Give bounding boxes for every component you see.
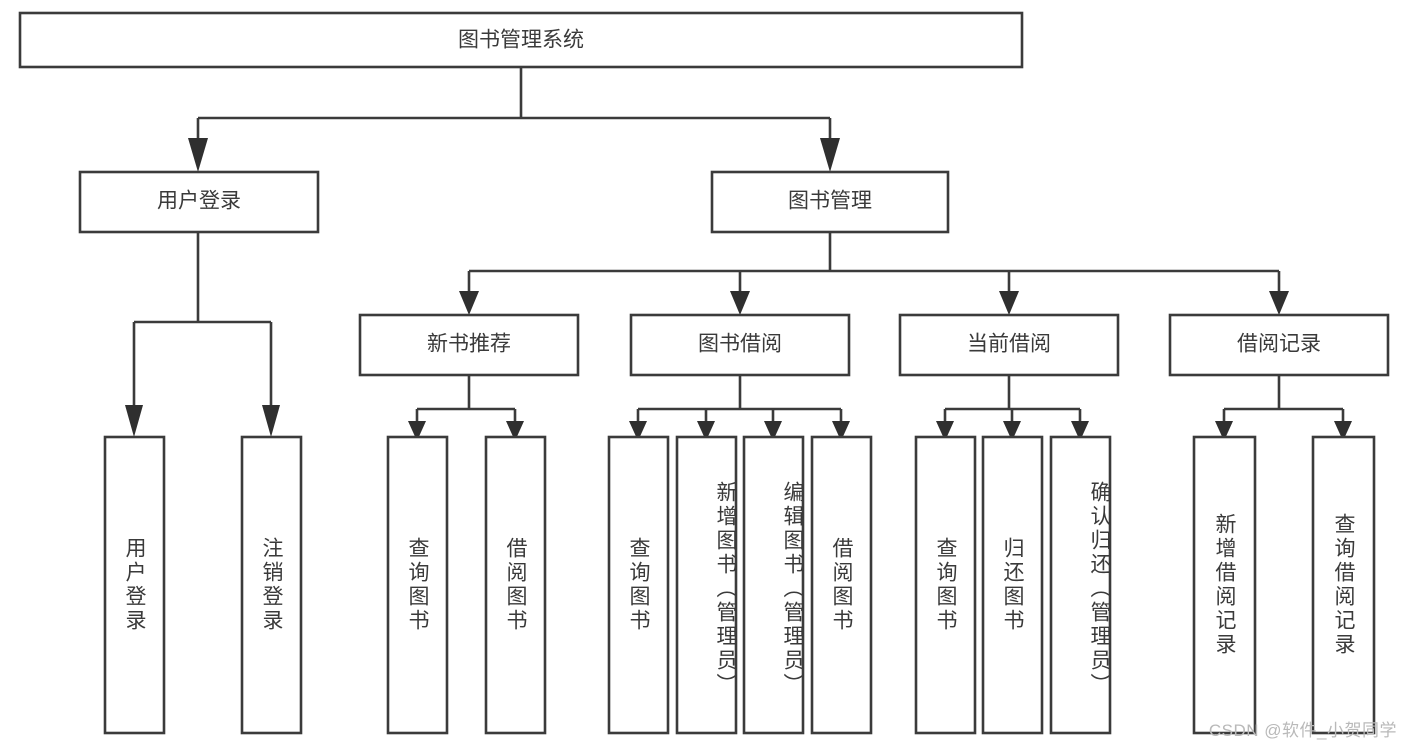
arrowhead-layer [125, 138, 1352, 441]
arrow-icon-book-borrow-leaf-2 [697, 421, 715, 441]
node-leaf-borrow-record-1[interactable] [1192, 435, 1257, 735]
node-new-book-recommend-label: 新书推荐 [427, 333, 511, 356]
node-leaf-borrow-record-2[interactable] [1311, 435, 1376, 735]
node-leaf-new-book-2[interactable] [484, 435, 547, 735]
node-layer: 图书管理系统 用户登录 图书管理 新书推荐 图书借阅 [18, 11, 1390, 735]
node-leaf-user-login-1[interactable] [103, 435, 166, 735]
arrow-icon-current-borrow-leaf-1 [936, 421, 954, 441]
connector-layer [132, 67, 1345, 421]
arrow-icon-current-borrow-leaf-3 [1071, 421, 1089, 441]
node-leaf-book-borrow-2[interactable] [675, 435, 738, 735]
node-leaf-new-book-1[interactable] [386, 435, 449, 735]
node-new-book-recommend[interactable]: 新书推荐 [358, 313, 580, 377]
arrow-icon-new-book-leaf-2 [506, 421, 524, 441]
arrow-icon-to-book-borrow [730, 291, 750, 315]
arrow-icon-book-borrow-leaf-3 [764, 421, 782, 441]
csdn-watermark: CSDN @软件_小贺同学 [1208, 721, 1397, 740]
arrow-icon-to-current-borrow [999, 291, 1019, 315]
arrow-icon-to-user-login [188, 138, 208, 172]
node-current-borrow-label: 当前借阅 [967, 333, 1051, 356]
node-book-borrow-label: 图书借阅 [698, 333, 782, 356]
node-borrow-record[interactable]: 借阅记录 [1168, 313, 1390, 377]
arrow-icon-to-borrow-record [1269, 291, 1289, 315]
arrow-icon-current-borrow-leaf-2 [1003, 421, 1021, 441]
arrow-icon-to-book-manage [820, 138, 840, 172]
arrow-icon-borrow-record-leaf-1 [1215, 421, 1233, 441]
node-borrow-record-label: 借阅记录 [1237, 333, 1321, 356]
node-leaf-book-borrow-4[interactable] [810, 435, 873, 735]
arrow-icon-to-new-book [459, 291, 479, 315]
node-user-login[interactable]: 用户登录 [78, 170, 320, 234]
node-book-management-label: 图书管理 [788, 190, 872, 213]
node-leaf-current-borrow-2[interactable] [981, 435, 1044, 735]
arrow-icon-book-borrow-leaf-4 [832, 421, 850, 441]
node-leaf-book-borrow-3[interactable] [742, 435, 805, 735]
node-leaf-user-login-2[interactable] [240, 435, 303, 735]
node-book-borrow[interactable]: 图书借阅 [629, 313, 851, 377]
node-current-borrow[interactable]: 当前借阅 [898, 313, 1120, 377]
arrow-icon-user-login-leaf-2 [262, 405, 280, 437]
node-leaf-current-borrow-3[interactable] [1049, 435, 1112, 735]
node-root-book-management-system[interactable]: 图书管理系统 [18, 11, 1024, 69]
arrow-icon-new-book-leaf-1 [408, 421, 426, 441]
node-leaf-current-borrow-1[interactable] [914, 435, 977, 735]
arrow-icon-book-borrow-leaf-1 [629, 421, 647, 441]
node-user-login-label: 用户登录 [157, 190, 241, 213]
node-leaf-book-borrow-1[interactable] [607, 435, 670, 735]
arrow-icon-user-login-leaf-1 [125, 405, 143, 437]
node-book-management[interactable]: 图书管理 [710, 170, 950, 234]
arrow-icon-borrow-record-leaf-2 [1334, 421, 1352, 441]
node-root-label: 图书管理系统 [458, 29, 584, 52]
